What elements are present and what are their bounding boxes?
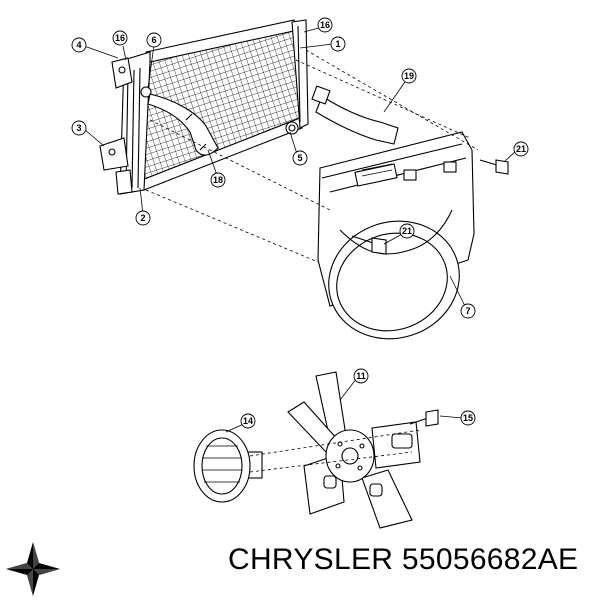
svg-text:2: 2: [140, 213, 145, 223]
shroud-bolt-upper: [479, 159, 509, 175]
fan-clutch: [193, 429, 263, 503]
callout-15: 15: [460, 410, 476, 426]
callout-21-lower: 21: [399, 223, 415, 239]
callout-19: 19: [401, 68, 417, 84]
brand-caption: CHRYSLER 55056682AE: [228, 543, 593, 577]
callout-5: 5: [292, 150, 308, 166]
upper-radiator-hose: [311, 85, 399, 145]
fan-blade: [287, 371, 421, 529]
radiator: [99, 19, 309, 195]
svg-text:18: 18: [213, 175, 223, 185]
callout-16-right: 16: [317, 17, 333, 33]
svg-text:14: 14: [243, 416, 253, 426]
part-number: 55056682AE: [401, 543, 579, 576]
brand-name: CHRYSLER: [228, 543, 394, 576]
svg-text:4: 4: [76, 40, 81, 50]
svg-text:11: 11: [356, 371, 366, 381]
callouts: 1 2 3 4 5 6 7 11 14 15 16 16 18 19 21 21: [71, 17, 529, 429]
fan-bolt: [409, 409, 439, 427]
svg-text:3: 3: [76, 123, 81, 133]
callout-3: 3: [71, 120, 87, 136]
callout-16-left: 16: [112, 30, 128, 46]
svg-text:5: 5: [297, 153, 302, 163]
callout-11: 11: [353, 368, 369, 384]
svg-text:7: 7: [465, 306, 470, 316]
svg-text:1: 1: [335, 39, 340, 49]
lower-radiator-hose: [147, 93, 219, 156]
svg-text:21: 21: [516, 144, 526, 154]
shroud-bolt-lower: [351, 235, 387, 255]
callout-2: 2: [135, 210, 151, 226]
pentastar-icon: [6, 542, 60, 596]
alignment-lines: [145, 49, 479, 473]
svg-text:21: 21: [402, 226, 412, 236]
fan-shroud: [317, 131, 475, 340]
callout-21-upper: 21: [513, 141, 529, 157]
callout-6: 6: [146, 32, 162, 48]
callout-18: 18: [210, 172, 226, 188]
callout-14: 14: [240, 413, 256, 429]
svg-text:16: 16: [320, 20, 330, 30]
callout-7: 7: [460, 303, 476, 319]
svg-text:16: 16: [115, 33, 125, 43]
svg-text:15: 15: [463, 413, 473, 423]
callout-4: 4: [71, 37, 87, 53]
svg-text:6: 6: [151, 35, 156, 45]
callout-1: 1: [330, 36, 346, 52]
svg-text:19: 19: [404, 71, 414, 81]
